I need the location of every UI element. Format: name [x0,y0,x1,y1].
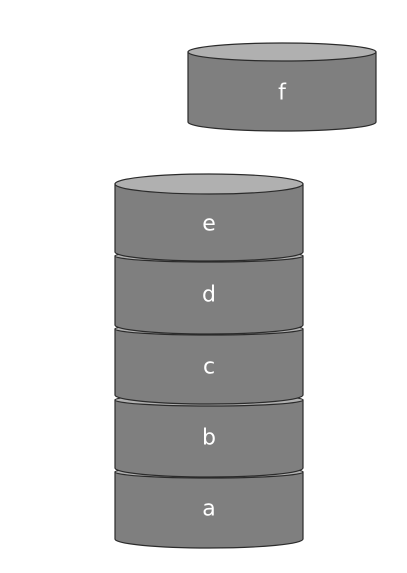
disk-d-label: d [202,283,216,308]
disk-f-side [187,51,377,132]
disk-c-side [114,328,304,405]
disk-f-top [187,42,377,62]
disk-c-label: c [203,355,215,380]
disk-d-side [114,255,304,335]
disk-stack: a b c d e [114,173,304,549]
disk-a: a [114,465,304,549]
disk-b: b [114,393,304,478]
disk-e: e [114,173,304,262]
disk-b-label: b [202,426,216,451]
disk-e-side [114,183,304,262]
disk-f: f [187,42,377,132]
disk-d: d [114,249,304,335]
disk-a-label: a [202,497,215,522]
disk-e-top [114,173,304,195]
disk-b-side [114,399,304,478]
disk-c: c [114,322,304,405]
disk-a-side [114,471,304,549]
disk-e-label: e [202,212,216,237]
disk-f-label: f [278,81,287,106]
